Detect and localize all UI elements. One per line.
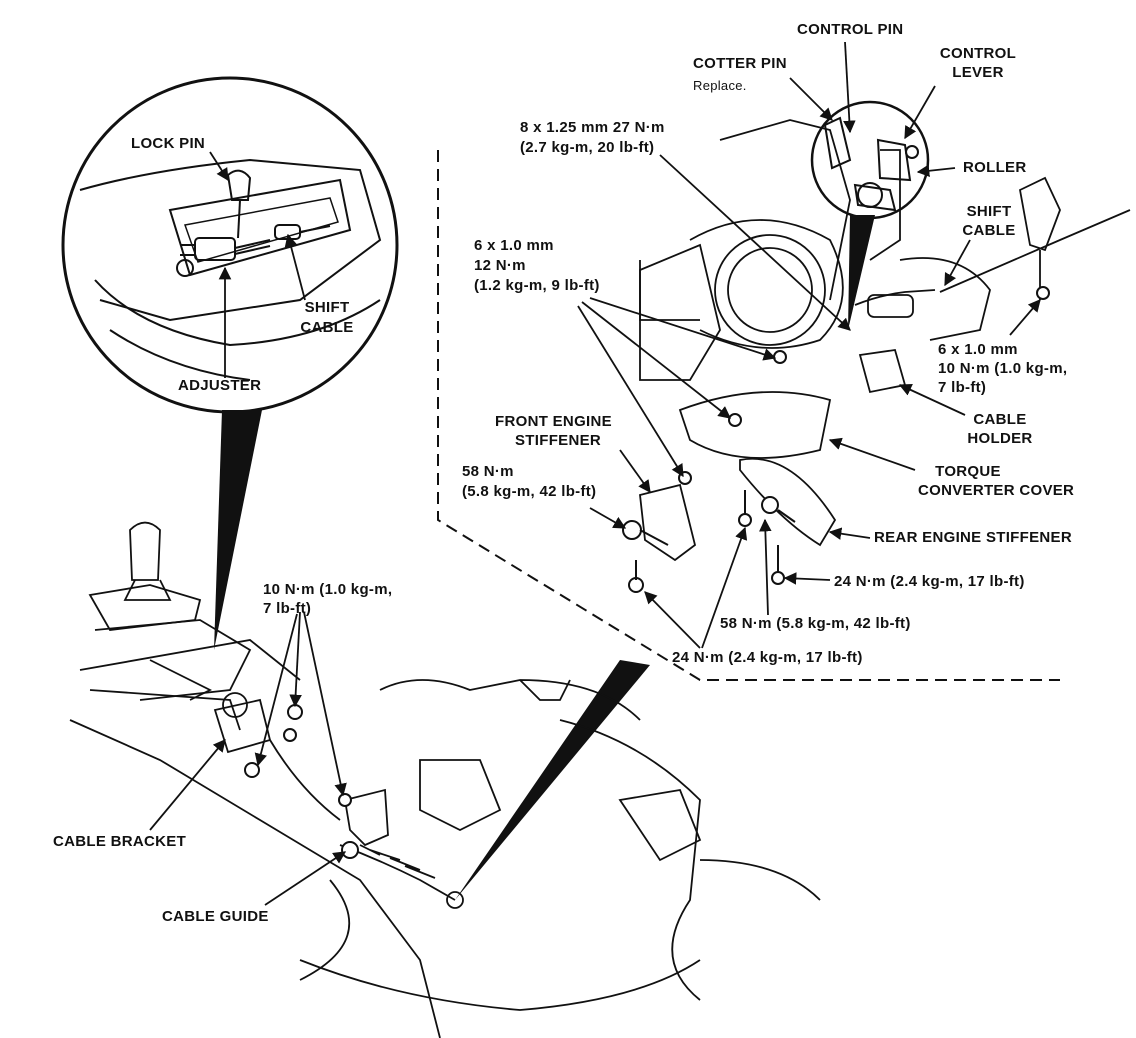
detail-boundary	[437, 150, 1060, 681]
cable-holder-label-line1: CABLE	[973, 411, 1027, 428]
cotter-pin-label: COTTER PIN	[693, 55, 787, 72]
shift-cable-inset-label-line2: CABLE	[300, 319, 354, 336]
detail-callout-bottom	[455, 660, 650, 900]
cotter-pin-note: Replace.	[693, 78, 747, 93]
roller-label: ROLLER	[963, 159, 1027, 176]
torque-10-label-line1: 10 N·m (1.0 kg-m,	[263, 581, 393, 598]
bolts	[622, 286, 1050, 593]
front-engine-stiffener-label-line1: FRONT ENGINE	[495, 413, 612, 430]
torque-converter-cover-label-line1: TORQUE	[935, 463, 1001, 480]
torque-6mm-left-label-line1: 6 x 1.0 mm	[474, 237, 554, 254]
cable-bracket-label: CABLE BRACKET	[53, 833, 187, 850]
cable-guide-label: CABLE GUIDE	[162, 908, 269, 925]
shift-cable-top-label-line1: SHIFT	[966, 203, 1012, 220]
lock-pin-label: LOCK PIN	[131, 135, 206, 152]
torque-10-label-line2: 7 lb-ft)	[263, 600, 312, 617]
cable-holder-label-line2: HOLDER	[967, 430, 1033, 447]
control-lever-label-line2: LEVER	[952, 64, 1004, 81]
detail-callout-left	[214, 410, 262, 650]
lower-bolts	[244, 704, 359, 859]
torque-8mm-label-line1: 8 x 1.25 mm 27 N·m	[520, 119, 665, 136]
torque-6mm-right-label-line2: 10 N·m (1.0 kg-m,	[938, 360, 1068, 377]
torque-24-bottom-label: 24 N·m (2.4 kg-m, 17 lb-ft)	[672, 649, 863, 666]
torque-converter-cover-label-line2: CONVERTER COVER	[918, 482, 1075, 499]
shift-cable-top-label-line2: CABLE	[962, 222, 1016, 239]
vehicle-art	[69, 521, 821, 1038]
detail-callout-right	[848, 215, 875, 330]
shifter-detail-circle	[61, 76, 399, 414]
control-lever-label-line1: CONTROL	[939, 45, 1017, 62]
front-engine-stiffener-label-line2: STIFFENER	[515, 432, 602, 449]
torque-24-right-label: 24 N·m (2.4 kg-m, 17 lb-ft)	[834, 573, 1025, 590]
leader-lines	[149, 41, 1041, 906]
torque-6mm-right-label-line1: 6 x 1.0 mm	[938, 341, 1018, 358]
torque-58-bottom-label: 58 N·m (5.8 kg-m, 42 lb-ft)	[720, 615, 911, 632]
torque-8mm-label-line2: (2.7 kg-m, 20 lb-ft)	[520, 139, 655, 156]
adjuster-label: ADJUSTER	[178, 377, 262, 394]
shift-cable-inset-label-line1: SHIFT	[304, 299, 350, 316]
torque-58-left-label-line1: 58 N·m	[462, 463, 514, 480]
torque-6mm-left-label-line2: 12 N·m	[474, 257, 526, 274]
torque-6mm-right-label-line3: 7 lb-ft)	[938, 379, 987, 396]
control-pin-label: CONTROL PIN	[797, 21, 904, 38]
torque-6mm-left-label-line3: (1.2 kg-m, 9 lb-ft)	[474, 277, 600, 294]
control-lever-circle	[810, 100, 930, 220]
rear-engine-stiffener-label: REAR ENGINE STIFFENER	[874, 529, 1072, 546]
torque-58-left-label-line2: (5.8 kg-m, 42 lb-ft)	[462, 483, 597, 500]
